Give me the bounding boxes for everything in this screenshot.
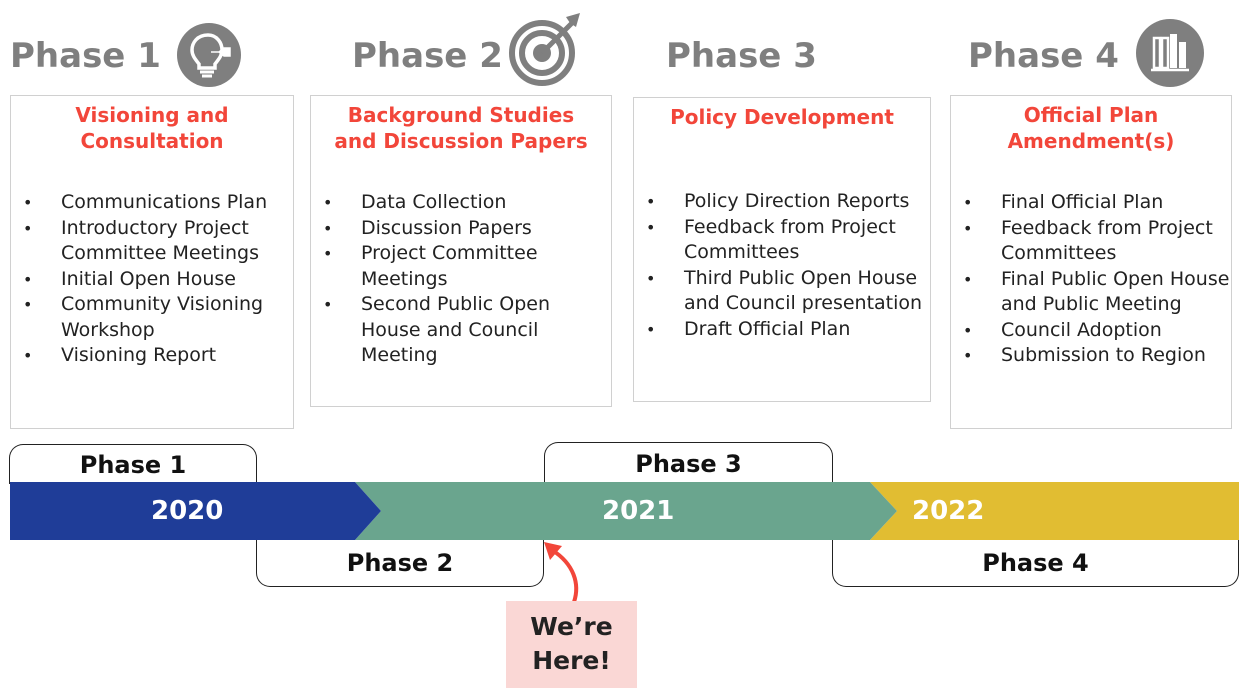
timeline-year-2020: 2020	[151, 496, 224, 526]
phase-2-title-line-2: and Discussion Papers	[334, 129, 588, 153]
list-item: Discussion Papers	[311, 216, 611, 242]
target-icon	[509, 13, 580, 87]
phase-1-title: Visioning and Consultation	[11, 102, 293, 154]
phase-3-heading: Phase 3	[666, 36, 817, 76]
phase-3-list: Policy Direction Reports Feedback from P…	[634, 189, 930, 342]
phase-3-title-line-1: Policy Development	[670, 105, 894, 129]
list-item: Third Public Open House and Council pres…	[634, 266, 930, 317]
phase-4-title: Official Plan Amendment(s)	[951, 102, 1231, 154]
list-item: Communications Plan	[11, 190, 293, 216]
timeline-tab-phase-2: Phase 2	[256, 540, 544, 587]
phase-2-card: Background Studies and Discussion Papers…	[310, 95, 612, 407]
phase-1-card: Visioning and Consultation Communication…	[10, 95, 294, 429]
phase-1-title-line-1: Visioning and	[75, 103, 229, 127]
list-item: Introductory Project Committee Meetings	[11, 216, 293, 267]
list-item: Visioning Report	[11, 343, 293, 369]
phase-4-heading: Phase 4	[968, 36, 1119, 76]
list-item: Initial Open House	[11, 267, 293, 293]
phase-4-title-line-1: Official Plan	[1023, 103, 1159, 127]
list-item: Draft Official Plan	[634, 317, 930, 343]
phase-2-title-line-1: Background Studies	[347, 103, 575, 127]
timeline-segment-2020	[10, 482, 381, 540]
timeline-bar	[10, 482, 1239, 540]
list-item: Policy Direction Reports	[634, 189, 930, 215]
curved-arrow-icon	[544, 542, 579, 603]
list-item: Project Committee Meetings	[311, 241, 611, 292]
phase-2-heading: Phase 2	[352, 36, 503, 76]
list-item: Feedback from Project Committees	[951, 216, 1231, 267]
list-item: Submission to Region	[951, 343, 1231, 369]
we-are-here-line-2: Here!	[532, 646, 611, 675]
phase-4-card: Official Plan Amendment(s) Final Officia…	[950, 95, 1232, 429]
timeline-segment-2021	[355, 482, 897, 540]
list-item: Final Official Plan	[951, 190, 1231, 216]
phase-3-title: Policy Development	[634, 104, 930, 130]
books-icon	[1136, 19, 1204, 87]
list-item: Feedback from Project Committees	[634, 215, 930, 266]
list-item: Final Public Open House and Public Meeti…	[951, 267, 1231, 318]
phase-1-list: Communications Plan Introductory Project…	[11, 190, 293, 369]
phase-4-title-line-2: Amendment(s)	[1007, 129, 1175, 153]
timeline-year-2022: 2022	[912, 496, 985, 526]
phase-2-title: Background Studies and Discussion Papers	[311, 102, 611, 154]
phase-2-list: Data Collection Discussion Papers Projec…	[311, 190, 611, 369]
list-item: Community Visioning Workshop	[11, 292, 293, 343]
timeline-tab-phase-3: Phase 3	[544, 442, 833, 484]
we-are-here-callout: We’re Here!	[506, 601, 637, 688]
list-item: Council Adoption	[951, 318, 1231, 344]
list-item: Data Collection	[311, 190, 611, 216]
phase-1-heading: Phase 1	[10, 36, 161, 76]
timeline-tab-phase-1: Phase 1	[9, 444, 257, 484]
phase-4-list: Final Official Plan Feedback from Projec…	[951, 190, 1231, 369]
we-are-here-line-1: We’re	[530, 612, 613, 641]
list-item: Second Public Open House and Council Mee…	[311, 292, 611, 369]
timeline-year-2021: 2021	[602, 496, 675, 526]
phase-3-card: Policy Development Policy Direction Repo…	[633, 97, 931, 402]
phase-1-title-line-2: Consultation	[80, 129, 224, 153]
timeline-tab-phase-4: Phase 4	[832, 540, 1239, 587]
timeline-segment-2022	[870, 482, 1239, 540]
lightbulb-icon	[177, 23, 241, 87]
